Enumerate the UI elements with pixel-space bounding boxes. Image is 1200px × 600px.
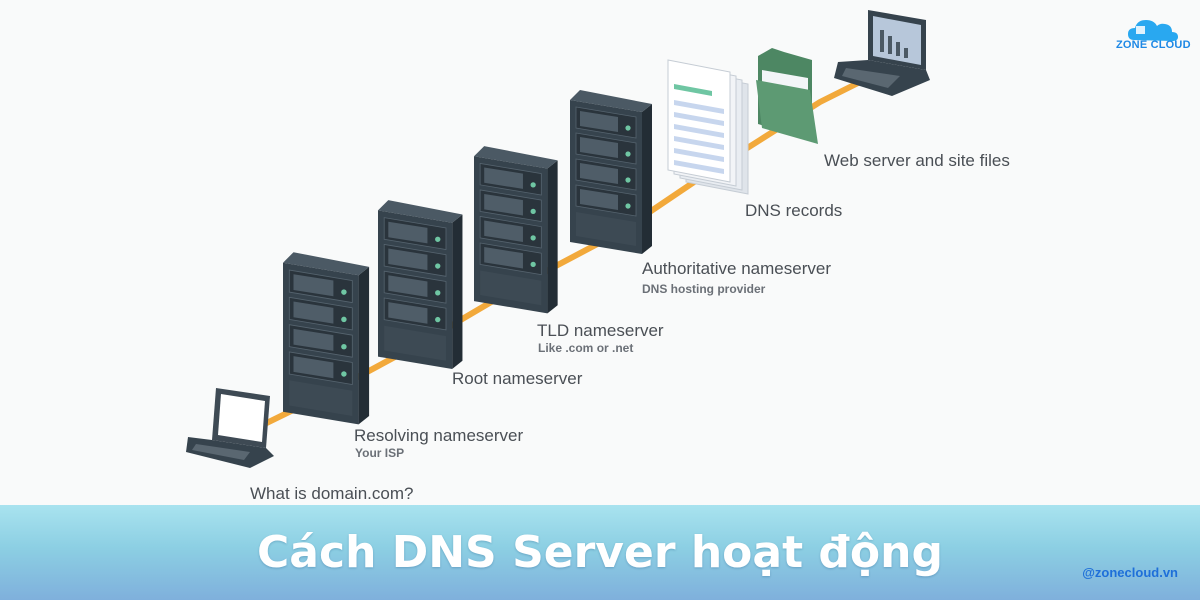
root-nameserver-label: Root nameserver: [452, 369, 583, 388]
client-query-label: What is domain.com?: [250, 484, 414, 503]
authoritative-nameserver-sublabel: DNS hosting provider: [642, 282, 766, 296]
resolving-nameserver-server-icon: [282, 251, 370, 425]
tld-nameserver-server-icon: [473, 145, 559, 314]
dns-flow-diagram: [186, 10, 930, 468]
dns-records-label: DNS records: [745, 201, 843, 220]
tld-nameserver-label: TLD nameserver: [537, 321, 664, 340]
zonecloud-logo-cloud-icon: [1128, 20, 1178, 41]
authoritative-nameserver-server-icon: [569, 89, 653, 255]
client-laptop-icon: [186, 388, 274, 468]
brand-logo-text: ZONE CLOUD: [1116, 39, 1191, 51]
footer-title: Cách DNS Server hoạt động: [257, 527, 943, 578]
site-files-folder-icon: [756, 48, 818, 144]
tld-nameserver-sublabel: Like .com or .net: [538, 341, 634, 355]
dns-records-document-stack-icon: [667, 59, 749, 195]
footer-banner: Cách DNS Server hoạt động @zonecloud.vn: [0, 505, 1200, 600]
web-server-label: Web server and site files: [824, 151, 1010, 170]
resolving-nameserver-sublabel: Your ISP: [355, 446, 405, 460]
root-nameserver-server-icon: [377, 199, 463, 370]
resolving-nameserver-label: Resolving nameserver: [354, 426, 524, 445]
web-server-laptop-icon: [834, 10, 930, 96]
social-handle: @zonecloud.vn: [1082, 565, 1178, 580]
authoritative-nameserver-label: Authoritative nameserver: [642, 259, 831, 278]
